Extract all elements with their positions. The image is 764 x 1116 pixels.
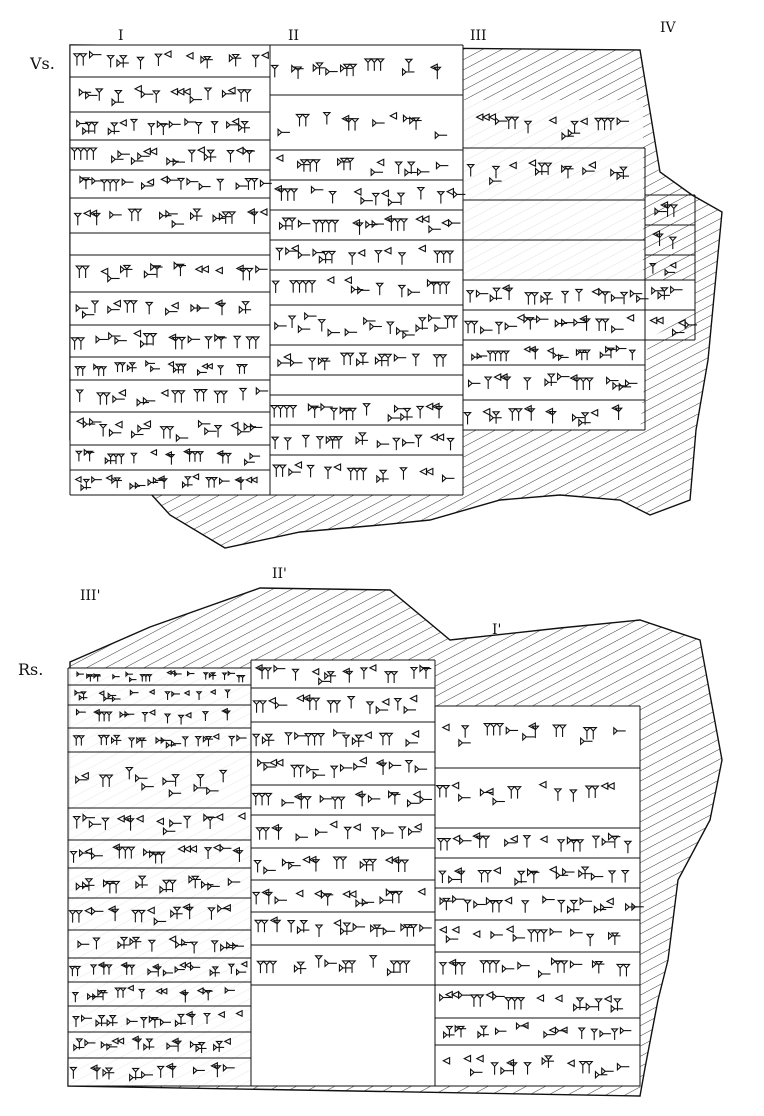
reverse-side-label: Rs. (18, 660, 44, 679)
reverse-column-ii-label: II' (272, 566, 287, 582)
obverse-side-label: Vs. (30, 54, 55, 73)
reverse-column-i-label: I' (492, 622, 502, 638)
obverse-column-i-label: I (118, 28, 124, 44)
obverse-column-iv-label: IV (660, 20, 676, 36)
obverse-column-iii-label: III (470, 28, 487, 44)
obverse-face (69, 44, 723, 549)
obverse-column-ii-label: II (288, 28, 300, 44)
reverse-column-iii-label: III' (80, 588, 101, 604)
reverse-face (67, 587, 723, 1097)
